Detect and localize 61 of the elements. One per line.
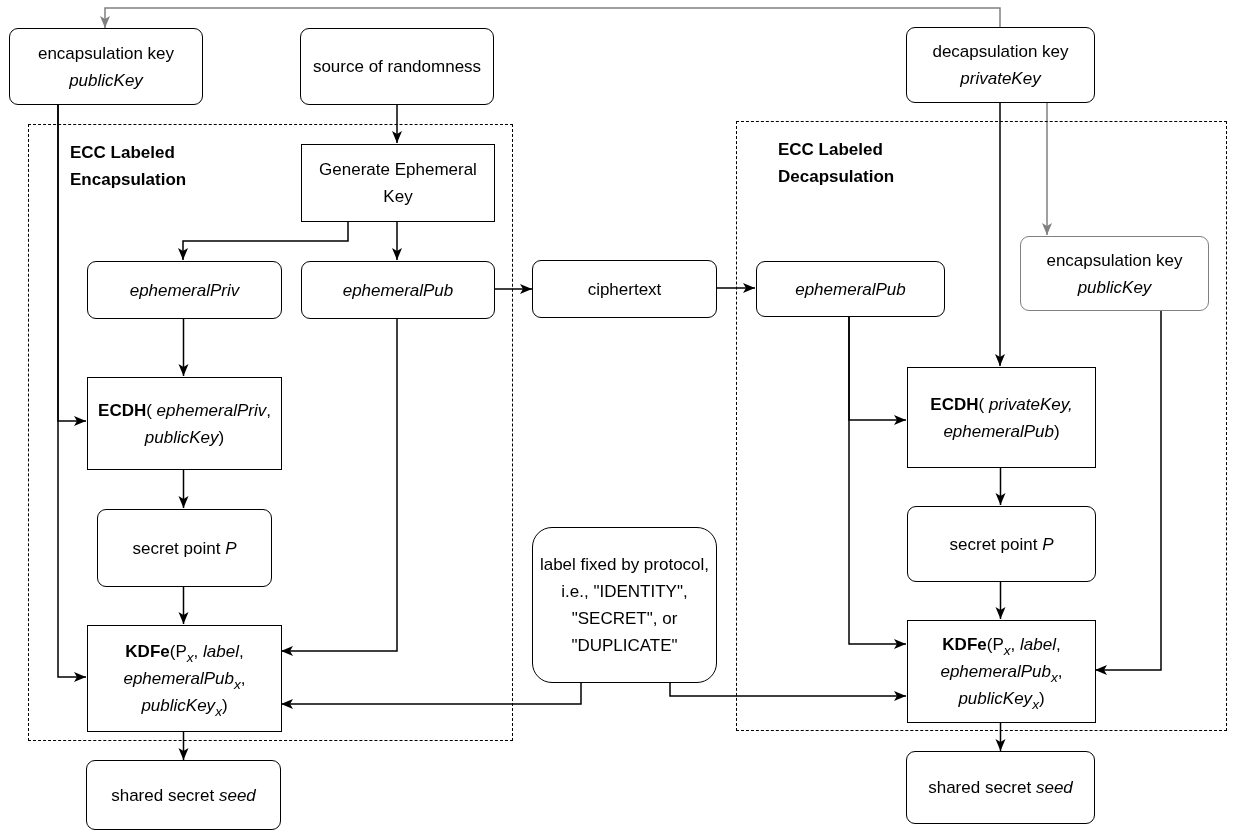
- process-box: [907, 620, 1096, 723]
- node-label: label fixed by protocol, i.e., "IDENTITY", "SECRET", or "DUPLICATE": [539, 554, 710, 657]
- process-box: [301, 144, 495, 222]
- node-label: secret point P: [132, 537, 237, 560]
- process-box: [907, 367, 1096, 468]
- arrow: [178, 730, 189, 761]
- arrow: [178, 220, 349, 261]
- arrow: [669, 682, 907, 701]
- rounded-box: [86, 760, 281, 830]
- rounded-box: [756, 261, 945, 317]
- arrow: [493, 284, 533, 294]
- node-label: decapsulation key privateKey: [931, 41, 1070, 90]
- node-label: Generate Ephemeral Key: [318, 159, 478, 208]
- node-label: encapsulation key publicKey: [1045, 249, 1184, 299]
- node-label: shared secret seed: [111, 784, 256, 807]
- node-label: KDFe(P$_{x}$, label, ephemeralPub$_{x}$, publicKey$_{x}$): [939, 634, 1064, 712]
- node-label: ECDH( privateKey, ephemeralPub): [929, 393, 1074, 443]
- rounded-box: [300, 28, 494, 105]
- node-label: ECDH( ephemeralPriv, publicKey): [97, 399, 272, 449]
- rounded-box: [906, 27, 1095, 103]
- rounded-box: [87, 261, 282, 319]
- dashed-group-frame: [28, 124, 513, 741]
- arrow: [995, 580, 1006, 620]
- rounded-box: [1020, 236, 1209, 311]
- arrow: [178, 585, 189, 625]
- arrow: [995, 466, 1006, 506]
- arrow: [178, 317, 189, 377]
- arrow: [280, 682, 582, 709]
- rounded-box: [532, 527, 717, 683]
- node-label: ephemeralPub: [342, 279, 454, 302]
- group-title: ECC Labeled Encapsulation: [70, 142, 188, 191]
- rounded-box: [906, 751, 1095, 824]
- node-label: secret point P: [949, 533, 1054, 556]
- arrow: [848, 315, 907, 649]
- arrow: [178, 468, 189, 509]
- arrow: [100, 7, 1001, 29]
- arrow: [392, 220, 402, 261]
- node-label: ephemeralPriv: [129, 279, 240, 302]
- node-label: shared secret seed: [928, 777, 1073, 799]
- rounded-box: [301, 261, 495, 319]
- node-label: source of randomness: [312, 56, 482, 78]
- process-box: [87, 377, 282, 470]
- arrow: [1094, 309, 1162, 675]
- rounded-box: [907, 506, 1096, 582]
- rounded-box: [9, 28, 203, 105]
- arrow: [716, 283, 756, 293]
- arrow: [995, 102, 1005, 367]
- node-label: encapsulation key publicKey: [36, 42, 176, 92]
- arrow: [392, 104, 402, 144]
- dashed-group-frame: [736, 121, 1227, 731]
- rounded-box: [97, 509, 272, 587]
- node-label: KDFe(P$_{x}$, label, ephemeralPub$_{x}$, publicKey$_{x}$): [122, 641, 247, 719]
- process-box: [87, 625, 282, 732]
- node-label: ciphertext: [587, 278, 662, 301]
- rounded-box: [532, 260, 717, 318]
- arrow: [995, 721, 1006, 752]
- arrow: [57, 104, 87, 682]
- arrow: [280, 317, 398, 656]
- node-label: ephemeralPub: [795, 278, 906, 301]
- group-title: ECC Labeled Decapsulation: [778, 139, 896, 188]
- arrow: [1042, 102, 1052, 236]
